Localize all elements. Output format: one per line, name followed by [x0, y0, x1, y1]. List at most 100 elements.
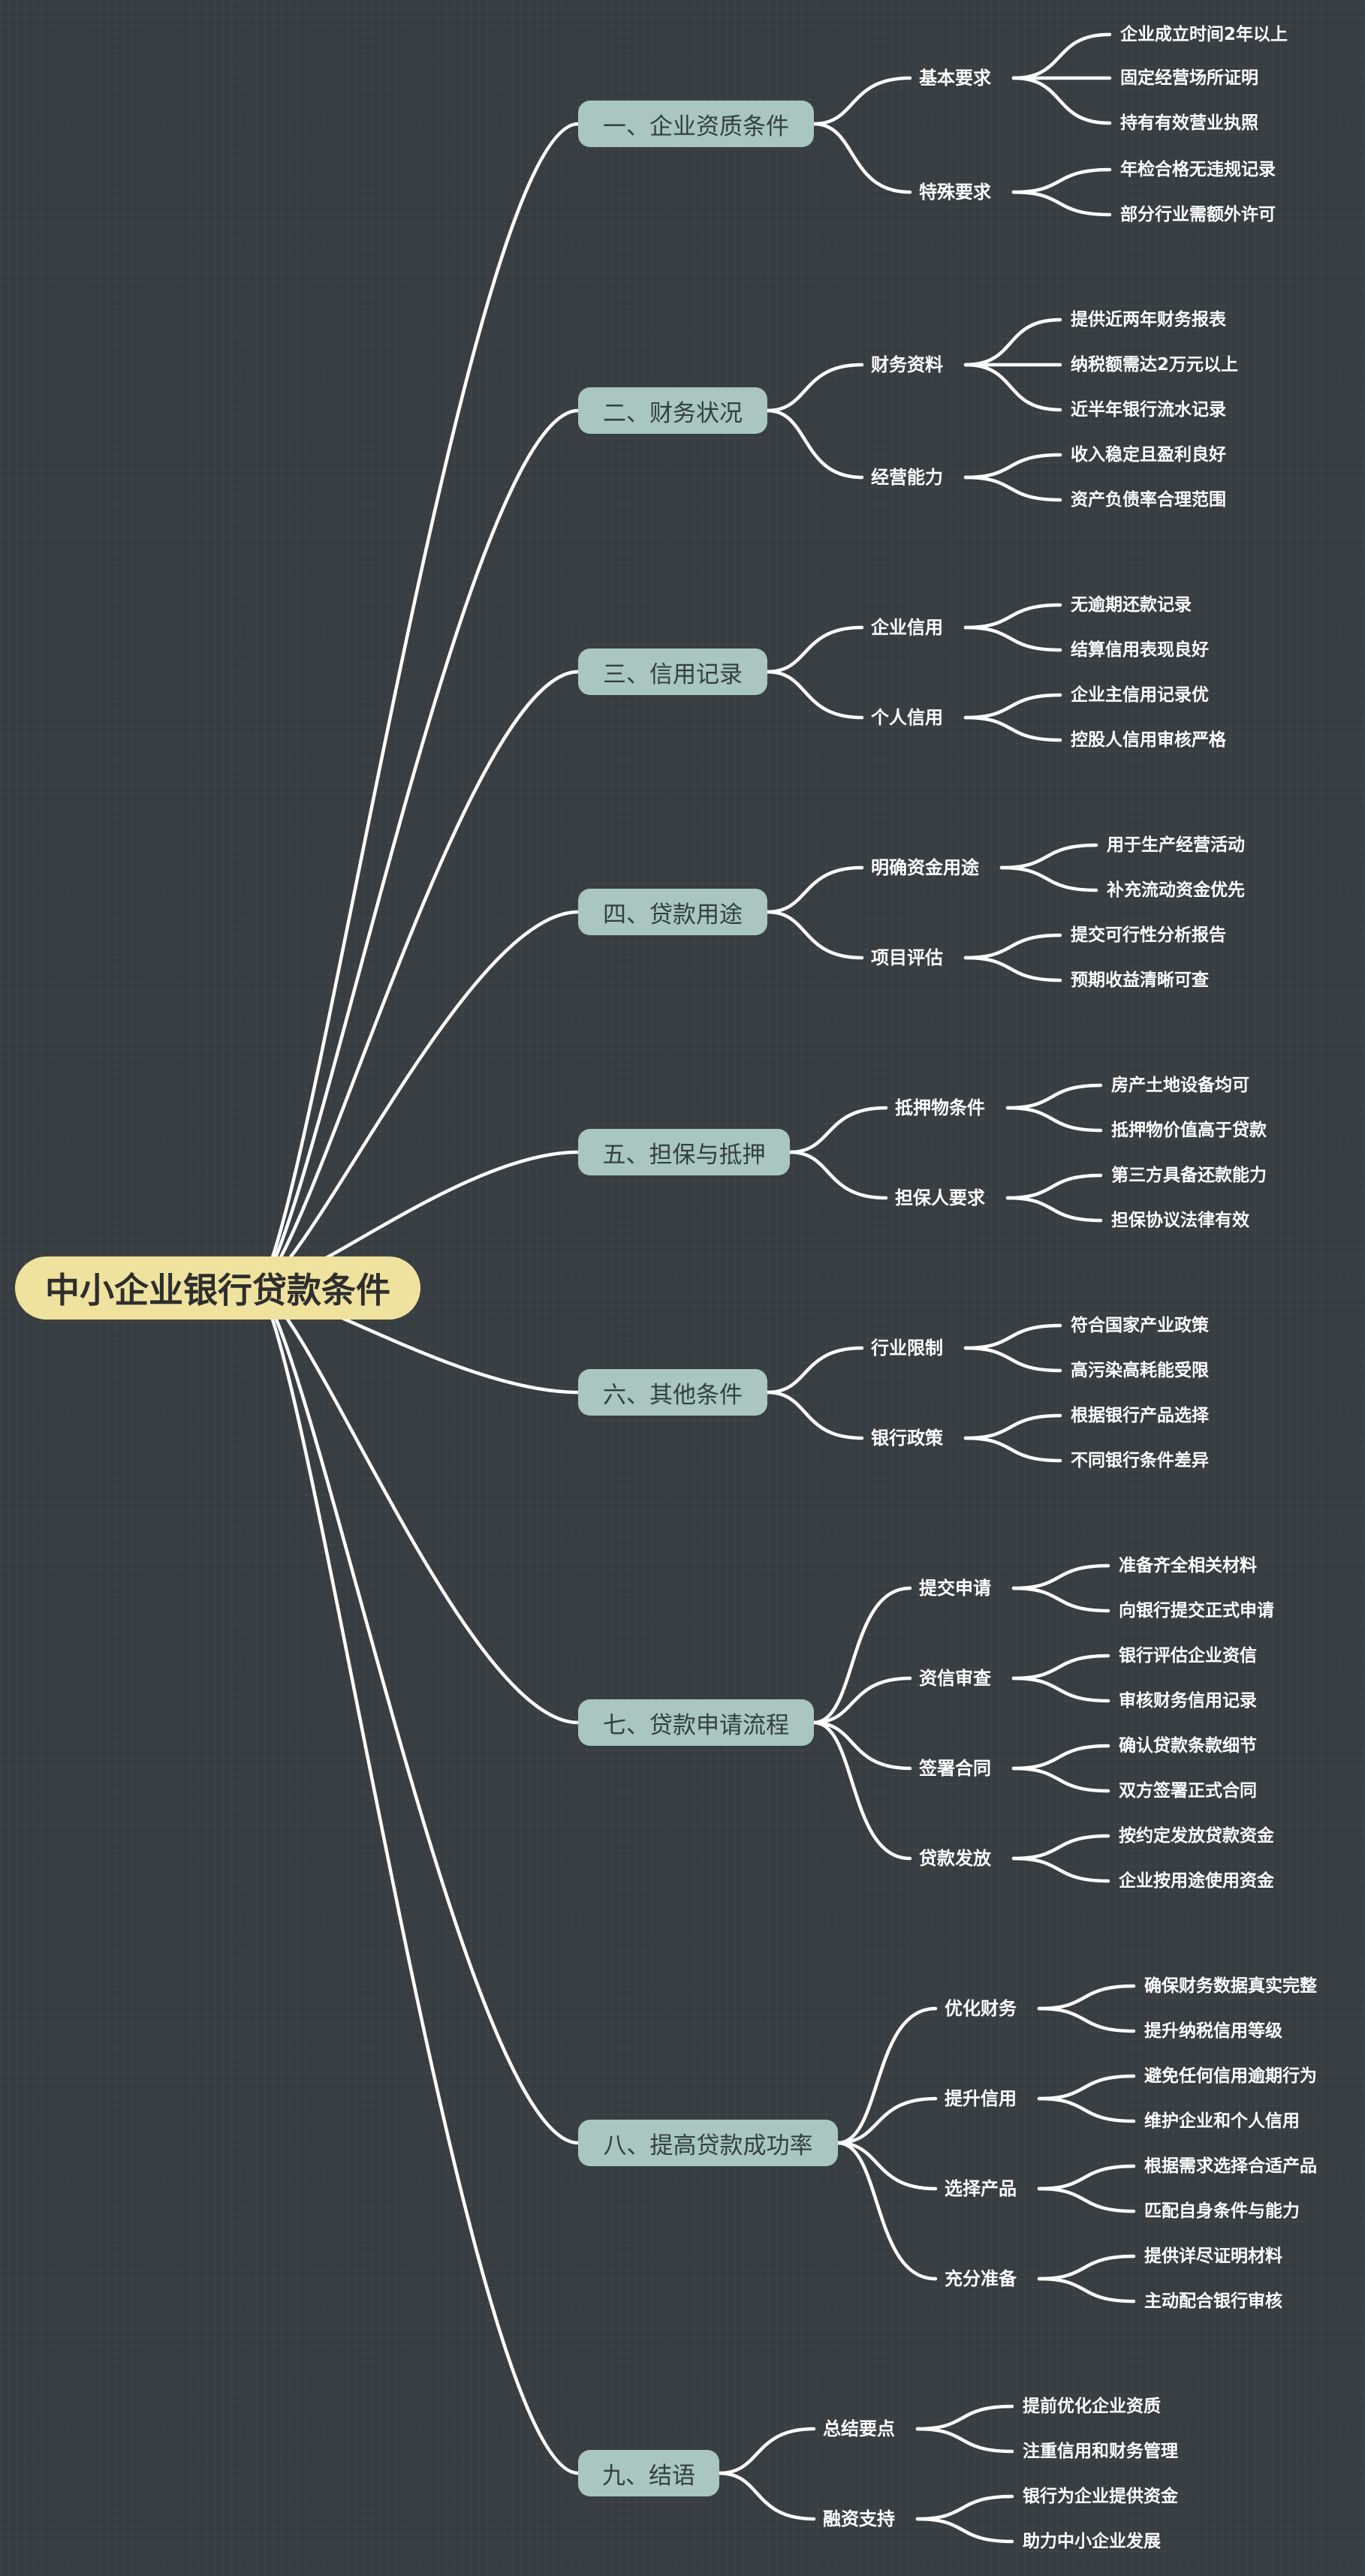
leaf-node[interactable]: 固定经营场所证明: [1120, 68, 1258, 88]
connector-line: [253, 1286, 580, 2475]
leaf-node[interactable]: 无逾期还款记录: [1071, 595, 1192, 615]
leaf-node[interactable]: 提供近两年财务报表: [1071, 310, 1226, 330]
connector-line: [765, 910, 864, 960]
connector-line: [765, 1346, 864, 1395]
connector-line: [717, 2427, 816, 2475]
leaf-node[interactable]: 近半年银行流水记录: [1071, 400, 1226, 420]
group-node[interactable]: 资信审查: [919, 1668, 991, 1689]
branch-node[interactable]: 一、企业资质条件: [578, 101, 814, 147]
group-node[interactable]: 财务资料: [871, 354, 943, 375]
branch-node[interactable]: 五、担保与抵押: [578, 1129, 790, 1175]
leaf-node[interactable]: 担保协议法律有效: [1111, 1211, 1249, 1230]
leaf-node[interactable]: 符合国家产业政策: [1071, 1316, 1209, 1335]
leaf-node[interactable]: 根据需求选择合适产品: [1144, 2156, 1317, 2176]
connector-line: [963, 603, 1062, 630]
connector-line: [836, 2141, 938, 2191]
group-node[interactable]: 总结要点: [823, 2418, 895, 2439]
branch-node[interactable]: 九、结语: [578, 2450, 719, 2496]
leaf-node[interactable]: 企业成立时间2年以上: [1120, 25, 1288, 44]
leaf-node[interactable]: 第三方具备还款能力: [1111, 1166, 1267, 1185]
leaf-node[interactable]: 企业主信用记录优: [1071, 685, 1209, 705]
leaf-node[interactable]: 收入稳定且盈利良好: [1071, 445, 1226, 465]
group-node[interactable]: 担保人要求: [895, 1187, 985, 1208]
group-node[interactable]: 行业限制: [871, 1338, 943, 1359]
group-node[interactable]: 选择产品: [945, 2178, 1017, 2199]
group-node[interactable]: 明确资金用途: [871, 857, 979, 878]
leaf-node[interactable]: 年检合格无违规记录: [1120, 160, 1276, 179]
leaf-node[interactable]: 补充流动资金优先: [1107, 880, 1245, 900]
leaf-node[interactable]: 向银行提交正式申请: [1119, 1601, 1274, 1621]
leaf-node[interactable]: 匹配自身条件与能力: [1144, 2201, 1300, 2221]
connector-line: [812, 1676, 912, 1725]
leaf-node[interactable]: 抵押物价值高于贷款: [1111, 1121, 1267, 1140]
leaf-node[interactable]: 避免任何信用逾期行为: [1144, 2066, 1317, 2086]
leaf-node[interactable]: 确保财务数据真实完整: [1144, 1976, 1317, 1996]
leaf-node[interactable]: 银行评估企业资信: [1119, 1646, 1257, 1666]
branch-node[interactable]: 二、财务状况: [578, 387, 767, 434]
group-node[interactable]: 经营能力: [871, 467, 943, 488]
connector-line: [788, 1150, 888, 1200]
leaf-node[interactable]: 助力中小企业发展: [1023, 2532, 1161, 2551]
group-node[interactable]: 银行政策: [871, 1428, 943, 1449]
leaf-node[interactable]: 主动配合银行审核: [1144, 2292, 1282, 2311]
branch-node[interactable]: 八、提高贷款成功率: [578, 2120, 838, 2166]
leaf-node[interactable]: 提前优化企业资质: [1023, 2397, 1161, 2416]
connector-line: [1037, 2074, 1136, 2101]
leaf-node[interactable]: 提交可行性分析报告: [1071, 925, 1226, 945]
leaf-node[interactable]: 房产土地设备均可: [1111, 1076, 1249, 1095]
branch-node[interactable]: 七、贷款申请流程: [578, 1699, 814, 1746]
leaf-node[interactable]: 确认贷款条款细节: [1119, 1736, 1257, 1756]
connector-line: [765, 865, 864, 914]
group-node[interactable]: 抵押物条件: [895, 1097, 985, 1118]
connector-line: [1011, 1654, 1110, 1681]
group-node[interactable]: 特殊要求: [919, 182, 991, 203]
leaf-node[interactable]: 银行为企业提供资金: [1023, 2487, 1178, 2506]
connector-line: [915, 2517, 1014, 2544]
connector-line: [915, 2404, 1014, 2431]
leaf-node[interactable]: 控股人信用审核严格: [1071, 730, 1226, 750]
group-node[interactable]: 项目评估: [871, 947, 943, 968]
group-node[interactable]: 个人信用: [871, 707, 943, 728]
leaf-node[interactable]: 不同银行条件差异: [1071, 1451, 1209, 1470]
branch-node[interactable]: 六、其他条件: [578, 1369, 767, 1416]
leaf-node[interactable]: 按约定发放贷款资金: [1119, 1826, 1274, 1846]
leaf-node[interactable]: 审核财务信用记录: [1119, 1691, 1257, 1711]
group-node[interactable]: 贷款发放: [919, 1848, 991, 1869]
group-node[interactable]: 提升信用: [945, 2088, 1017, 2109]
leaf-node[interactable]: 根据银行产品选择: [1071, 1406, 1209, 1425]
leaf-node[interactable]: 维护企业和个人信用: [1144, 2111, 1300, 2131]
connector-line: [963, 363, 1062, 412]
leaf-node[interactable]: 注重信用和财务管理: [1023, 2442, 1178, 2461]
connector-line: [1011, 1676, 1110, 1703]
connector-line: [836, 2141, 938, 2281]
leaf-node[interactable]: 准备齐全相关材料: [1119, 1556, 1257, 1575]
connector-line: [788, 1106, 888, 1154]
leaf-node[interactable]: 提供详尽证明材料: [1144, 2246, 1282, 2266]
group-node[interactable]: 提交申请: [919, 1578, 991, 1599]
leaf-node[interactable]: 双方签署正式合同: [1119, 1781, 1257, 1801]
group-node[interactable]: 融资支持: [823, 2508, 895, 2529]
group-node[interactable]: 优化财务: [945, 1998, 1017, 2019]
connector-line: [1005, 1083, 1103, 1110]
leaf-node[interactable]: 提升纳税信用等级: [1144, 2021, 1282, 2041]
leaf-node[interactable]: 预期收益清晰可查: [1071, 971, 1209, 990]
branch-node[interactable]: 四、贷款用途: [578, 889, 767, 935]
leaf-node[interactable]: 企业按用途使用资金: [1119, 1871, 1274, 1891]
root-node[interactable]: 中小企业银行贷款条件: [15, 1256, 420, 1320]
connector-line: [963, 715, 1062, 742]
leaf-node[interactable]: 部分行业需额外许可: [1120, 205, 1276, 224]
branch-node[interactable]: 三、信用记录: [578, 649, 767, 695]
leaf-node[interactable]: 纳税额需达2万元以上: [1071, 355, 1239, 375]
group-node[interactable]: 充分准备: [945, 2268, 1017, 2289]
leaf-node[interactable]: 结算信用表现良好: [1071, 640, 1209, 660]
leaf-node[interactable]: 高污染高耗能受限: [1071, 1361, 1209, 1380]
connector-line: [963, 955, 1062, 983]
leaf-node[interactable]: 资产负债率合理范围: [1071, 490, 1226, 510]
connector-line: [253, 1286, 580, 2145]
group-node[interactable]: 签署合同: [919, 1758, 991, 1779]
group-node[interactable]: 企业信用: [871, 617, 943, 638]
connector-line: [812, 122, 912, 194]
leaf-node[interactable]: 用于生产经营活动: [1107, 835, 1245, 855]
leaf-node[interactable]: 持有有效营业执照: [1120, 113, 1258, 133]
group-node[interactable]: 基本要求: [919, 68, 991, 89]
